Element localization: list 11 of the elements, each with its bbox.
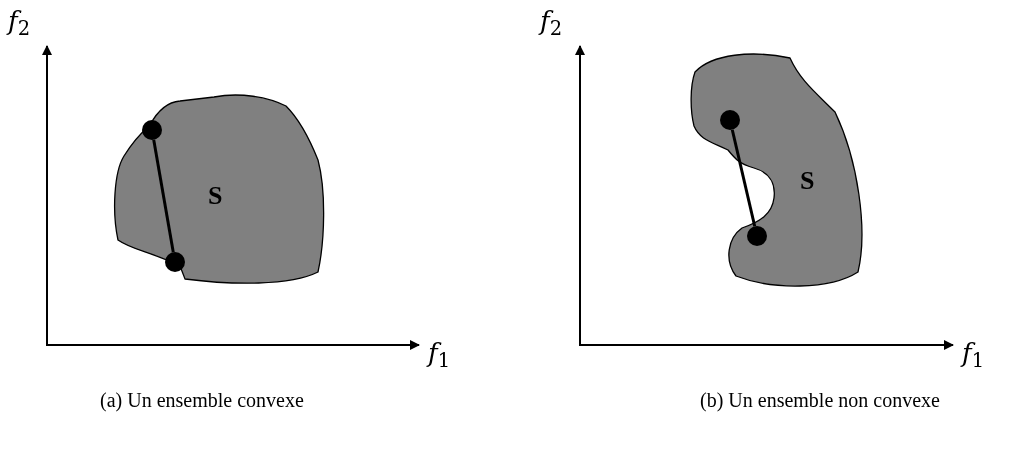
set-region: [113, 93, 327, 287]
axis-label: f$_{2}$: [8, 8, 31, 34]
caption: (b) Un ensemble non convexe: [700, 390, 940, 410]
set-label: S: [208, 183, 223, 209]
caption: (a) Un ensemble convexe: [100, 390, 304, 410]
axis-label: f$_{1}$: [428, 340, 451, 366]
connecting-segment: [730, 129, 757, 227]
set-label: S: [800, 168, 815, 194]
axis-label: f$_{1}$: [962, 340, 985, 366]
axis-label: f$_{2}$: [540, 8, 563, 34]
connecting-segment: [152, 139, 175, 253]
